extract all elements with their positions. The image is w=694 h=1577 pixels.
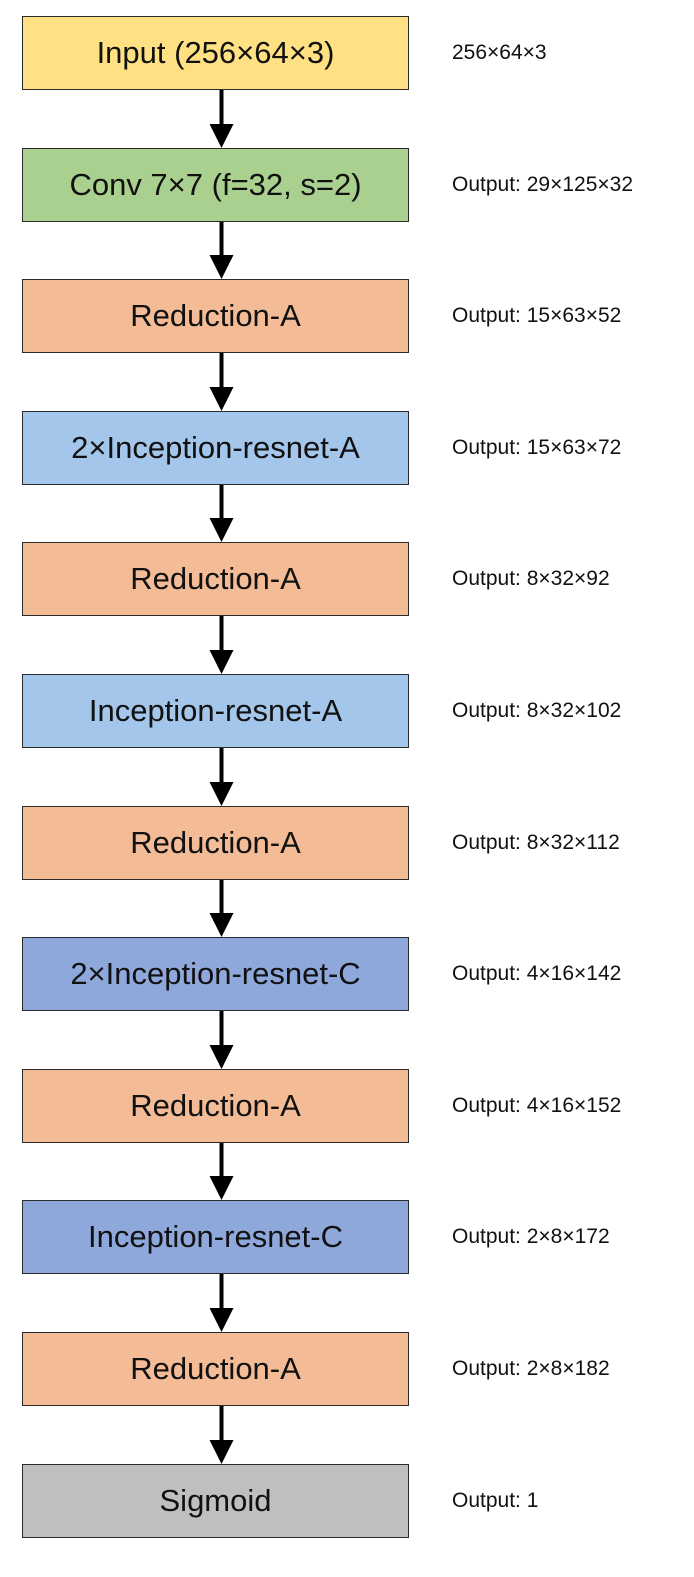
layer-box-reduction: Reduction-A <box>22 542 409 616</box>
layer-box-input: Input (256×64×3) <box>22 16 409 90</box>
layer-box-inception_a: 2×Inception-resnet-A <box>22 411 409 485</box>
layer-box-inception_c: 2×Inception-resnet-C <box>22 937 409 1011</box>
output-shape-label: Output: 8×32×102 <box>452 699 622 722</box>
output-shape-label: Output: 8×32×112 <box>452 831 620 854</box>
layer-box-reduction: Reduction-A <box>22 1332 409 1406</box>
layer-box-output: Sigmoid <box>22 1464 409 1538</box>
layer-box-reduction: Reduction-A <box>22 806 409 880</box>
output-shape-label: Output: 15×63×72 <box>452 436 622 459</box>
output-shape-label: Output: 4×16×152 <box>452 1094 622 1117</box>
output-shape-label: Output: 2×8×172 <box>452 1225 610 1248</box>
output-shape-label: Output: 15×63×52 <box>452 304 622 327</box>
output-shape-label: Output: 8×32×92 <box>452 567 610 590</box>
layer-box-conv: Conv 7×7 (f=32, s=2) <box>22 148 409 222</box>
layer-box-reduction: Reduction-A <box>22 279 409 353</box>
layer-box-inception_c: Inception-resnet-C <box>22 1200 409 1274</box>
output-shape-label: Output: 2×8×182 <box>452 1357 610 1380</box>
output-shape-label: Output: 4×16×142 <box>452 962 622 985</box>
output-shape-label: 256×64×3 <box>452 41 547 64</box>
output-shape-label: Output: 1 <box>452 1489 539 1512</box>
output-shape-label: Output: 29×125×32 <box>452 173 633 196</box>
layer-box-reduction: Reduction-A <box>22 1069 409 1143</box>
layer-box-inception_a: Inception-resnet-A <box>22 674 409 748</box>
